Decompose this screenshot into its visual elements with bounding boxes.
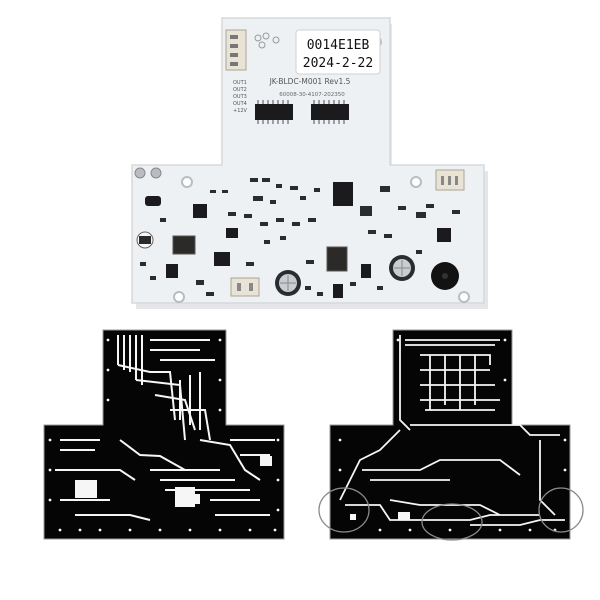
smd-parts (140, 178, 460, 296)
out-labels: OUT1 OUT2 OUT3 OUT4 +12V (233, 80, 248, 114)
capacitor (275, 270, 301, 296)
pcb-board (131, 17, 485, 304)
svg-text:OUT1: OUT1 (233, 80, 247, 86)
serial-label (295, 29, 381, 75)
pcb-photo: 0014E1EB 2024-2-22 JK-BLDC-M001 Rev1.5 6… (131, 17, 488, 309)
mcu-chip (333, 182, 353, 206)
power-connector (230, 277, 260, 297)
svg-text:OUT4: OUT4 (233, 101, 247, 107)
callout-ellipse (421, 503, 483, 541)
serial-number: 0014E1EB (307, 38, 370, 53)
layer-view-left (43, 329, 285, 540)
layer-board (329, 329, 571, 540)
callout-ellipse (318, 487, 370, 533)
mounting-hole (181, 176, 193, 188)
callout-ellipse (538, 487, 584, 533)
driver-ic (255, 100, 293, 124)
layer-view-right (318, 329, 584, 541)
svg-text:+12V: +12V (233, 108, 248, 114)
svg-text:OUT3: OUT3 (233, 94, 247, 100)
top-connector (225, 29, 247, 71)
mounting-hole (458, 291, 470, 303)
driver-ic (311, 100, 349, 124)
layer-board (43, 329, 285, 540)
mounting-hole (410, 176, 422, 188)
board-name: JK-BLDC-M001 Rev1.5 (269, 77, 351, 86)
capacitor (389, 255, 415, 281)
svg-text:OUT2: OUT2 (233, 87, 247, 93)
board-code: 60008-30-4107-202350 (279, 92, 345, 98)
mounting-hole (173, 291, 185, 303)
label-date: 2024-2-22 (303, 56, 373, 71)
